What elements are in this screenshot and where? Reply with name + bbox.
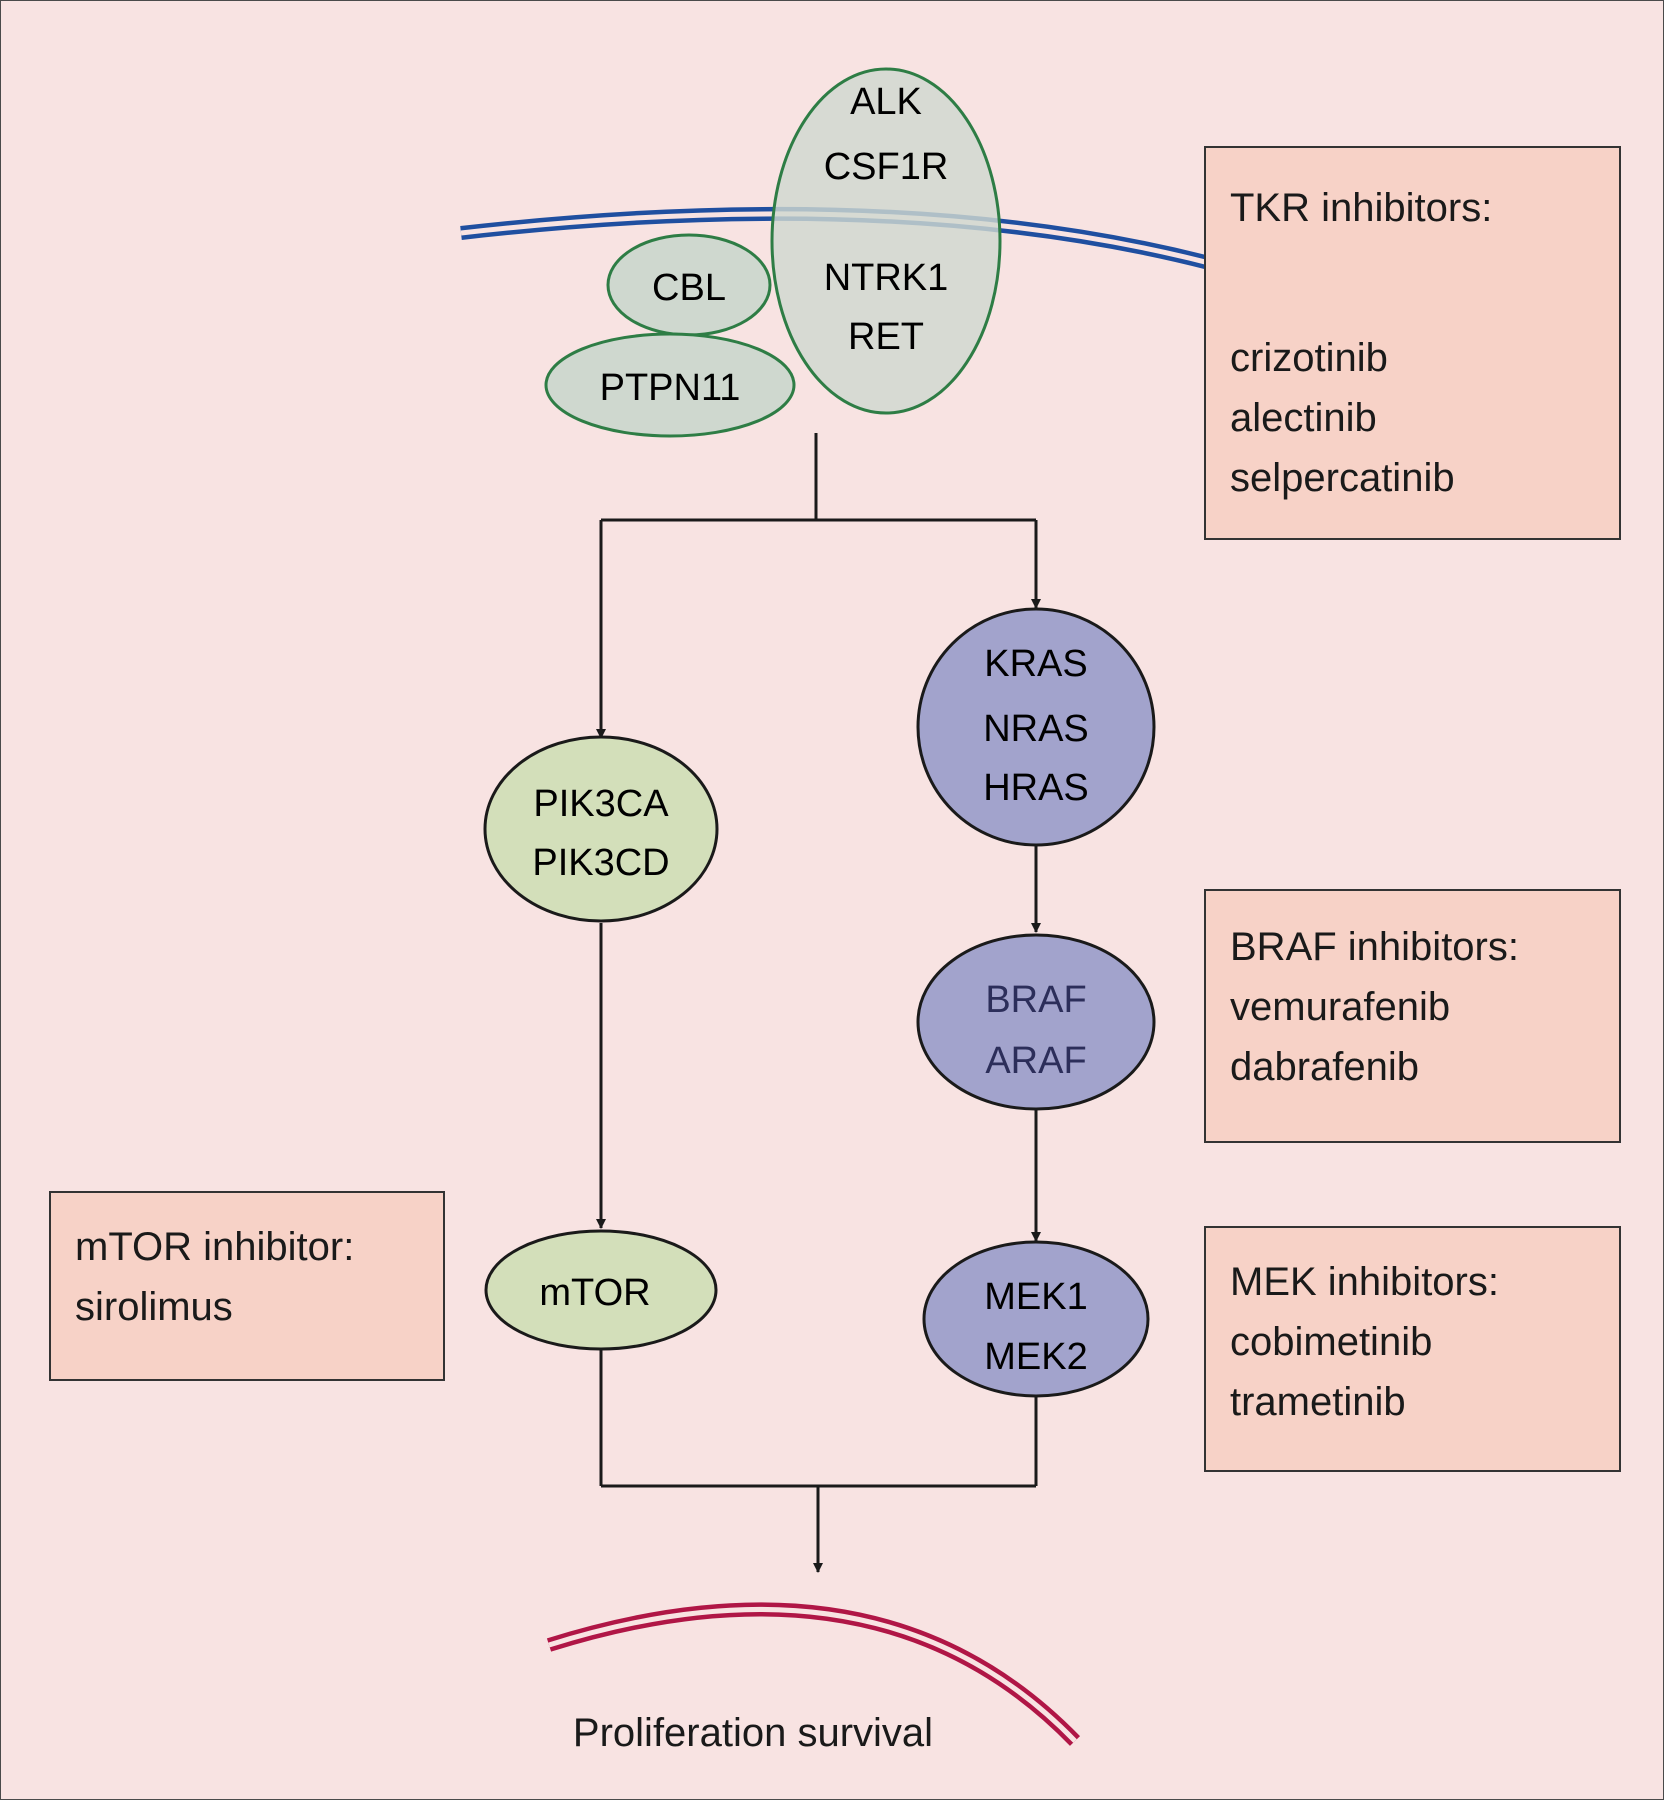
tkr-drug-crizotinib: crizotinib [1230,336,1388,380]
mek-box-title: MEK inhibitors: [1230,1260,1499,1304]
ptpn11-ellipse [544,332,796,438]
raf-ellipse [916,933,1156,1111]
receptor-label-alk: ALK [850,81,922,123]
nuclear-membrane [546,1602,1081,1746]
mek-inhibitor-box: MEK inhibitors: cobimetinib trametinib [1204,1226,1621,1472]
tkr-inhibitor-box: TKR inhibitors: crizotinib alectinib sel… [1204,146,1621,540]
tkr-box-title: TKR inhibitors: [1230,186,1493,230]
receptor-label-csf1r: CSF1R [824,146,949,188]
ptpn11-label: PTPN11 [600,367,741,409]
mek-drug-cobimetinib: cobimetinib [1230,1320,1433,1364]
ras-circle [916,607,1156,847]
mek-label-mek2: MEK2 [984,1336,1087,1378]
pi3k-ellipse [483,735,719,923]
tkr-drug-selpercatinib: selpercatinib [1230,456,1455,500]
mtor-drug-sirolimus: sirolimus [75,1285,233,1329]
ras-label-kras: KRAS [984,643,1087,685]
braf-inhibitor-box: BRAF inhibitors: vemurafenib dabrafenib [1204,889,1621,1143]
raf-label-araf: ARAF [985,1040,1086,1082]
pi3k-label-pik3cd: PIK3CD [532,842,669,884]
receptor-ellipse [770,67,1002,415]
tkr-drug-alectinib: alectinib [1230,396,1377,440]
outcome-label: Proliferation survival [572,1711,934,1755]
connector-receptor-branch [596,433,1041,739]
raf-label-braf: BRAF [985,979,1086,1021]
cbl-label: CBL [652,267,726,309]
ras-label-hras: HRAS [983,767,1089,809]
braf-drug-vemurafenib: vemurafenib [1230,985,1451,1029]
connector-merge [599,1349,1038,1573]
mek-label-mek1: MEK1 [984,1276,1087,1318]
mtor-label: mTOR [539,1272,650,1314]
ras-label-nras: NRAS [983,708,1089,750]
mek-drug-trametinib: trametinib [1230,1380,1406,1424]
braf-box-title: BRAF inhibitors: [1230,925,1519,969]
receptor-label-ret: RET [848,316,924,358]
braf-drug-dabrafenib: dabrafenib [1230,1045,1420,1089]
pi3k-label-pik3ca: PIK3CA [533,783,669,825]
mtor-box-title: mTOR inhibitor: [75,1225,355,1269]
receptor-label-ntrk1: NTRK1 [824,257,949,299]
mtor-inhibitor-box: mTOR inhibitor: sirolimus [49,1191,445,1381]
